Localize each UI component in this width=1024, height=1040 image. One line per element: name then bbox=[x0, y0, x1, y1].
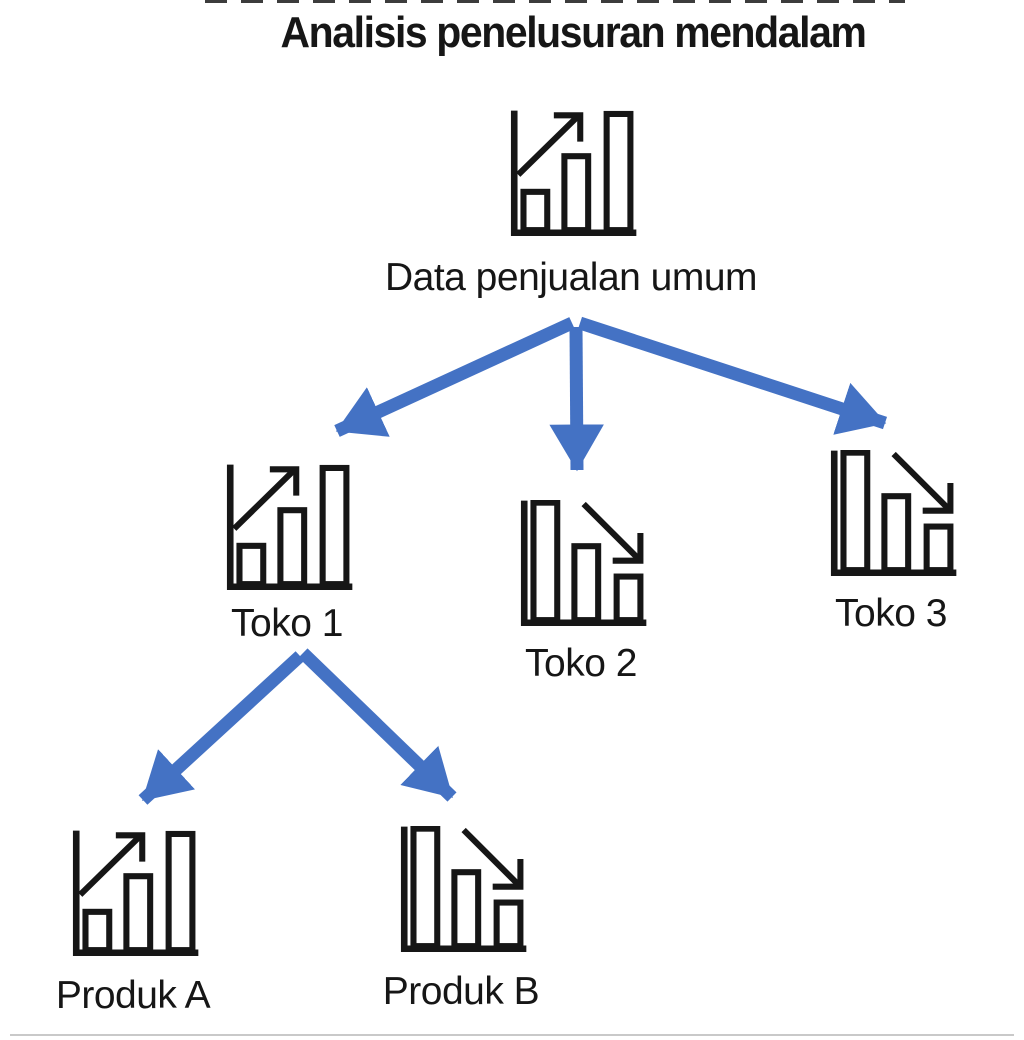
arrow-root-to-toko1 bbox=[334, 317, 575, 437]
arrow-root-to-toko3 bbox=[577, 316, 888, 435]
top-edge-artifact bbox=[205, 0, 905, 3]
node-label: Data penjualan umum bbox=[384, 256, 758, 299]
node-label: Produk A bbox=[55, 974, 211, 1017]
arrow-root-to-toko2 bbox=[549, 326, 604, 472]
bottom-edge-line bbox=[10, 1034, 1014, 1036]
node-toko-3: Toko 3 bbox=[751, 450, 1024, 635]
diagram-title: Analisis penelusuran mendalam bbox=[280, 8, 867, 57]
node-data-penjualan-umum: Data penjualan umum bbox=[385, 110, 758, 299]
bar-chart-rising-icon bbox=[67, 830, 199, 962]
bar-chart-falling-icon bbox=[825, 450, 957, 582]
node-produk-b: Produk B bbox=[321, 826, 601, 1013]
bar-chart-falling-icon bbox=[395, 826, 527, 958]
node-toko-1: Toko 1 bbox=[147, 464, 427, 645]
arrow-toko1-to-produk-b bbox=[298, 648, 457, 802]
arrow-toko1-to-produk-a bbox=[138, 651, 305, 805]
bar-chart-rising-icon bbox=[221, 464, 353, 596]
bar-chart-rising-icon bbox=[505, 110, 637, 242]
node-label: Toko 3 bbox=[835, 592, 947, 635]
node-label: Toko 1 bbox=[231, 602, 343, 645]
node-produk-a: Produk A bbox=[0, 830, 273, 1017]
node-label: Produk B bbox=[382, 970, 540, 1013]
node-toko-2: Toko 2 bbox=[441, 500, 721, 685]
node-label: Toko 2 bbox=[525, 642, 637, 685]
bar-chart-falling-icon bbox=[515, 500, 647, 632]
